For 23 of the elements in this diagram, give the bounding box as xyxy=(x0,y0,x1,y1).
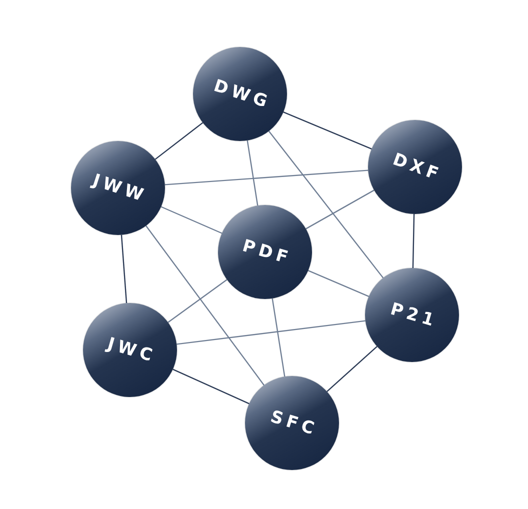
connector-line xyxy=(246,140,258,206)
format-label: DXF xyxy=(388,148,444,186)
format-label: JWW xyxy=(88,169,150,207)
connector-line xyxy=(160,206,222,234)
format-label: JWC xyxy=(104,333,158,367)
connector-line xyxy=(176,320,366,345)
format-label: P21 xyxy=(387,298,440,332)
connector-line xyxy=(308,270,370,298)
connector-line xyxy=(145,225,265,386)
connector-line xyxy=(306,190,374,230)
format-label: SFC xyxy=(266,406,320,440)
format-label: PDF xyxy=(239,235,294,270)
connector-line xyxy=(412,214,415,268)
connector-line xyxy=(283,112,372,150)
connector-line xyxy=(154,122,204,160)
connector-line xyxy=(172,368,250,404)
connector-line xyxy=(120,234,128,304)
connector-line xyxy=(164,170,368,186)
connector-line xyxy=(326,346,378,392)
connector-line xyxy=(268,130,384,278)
connector-line xyxy=(168,279,228,323)
connector-line xyxy=(272,298,286,377)
format-label: DWG xyxy=(210,75,273,114)
